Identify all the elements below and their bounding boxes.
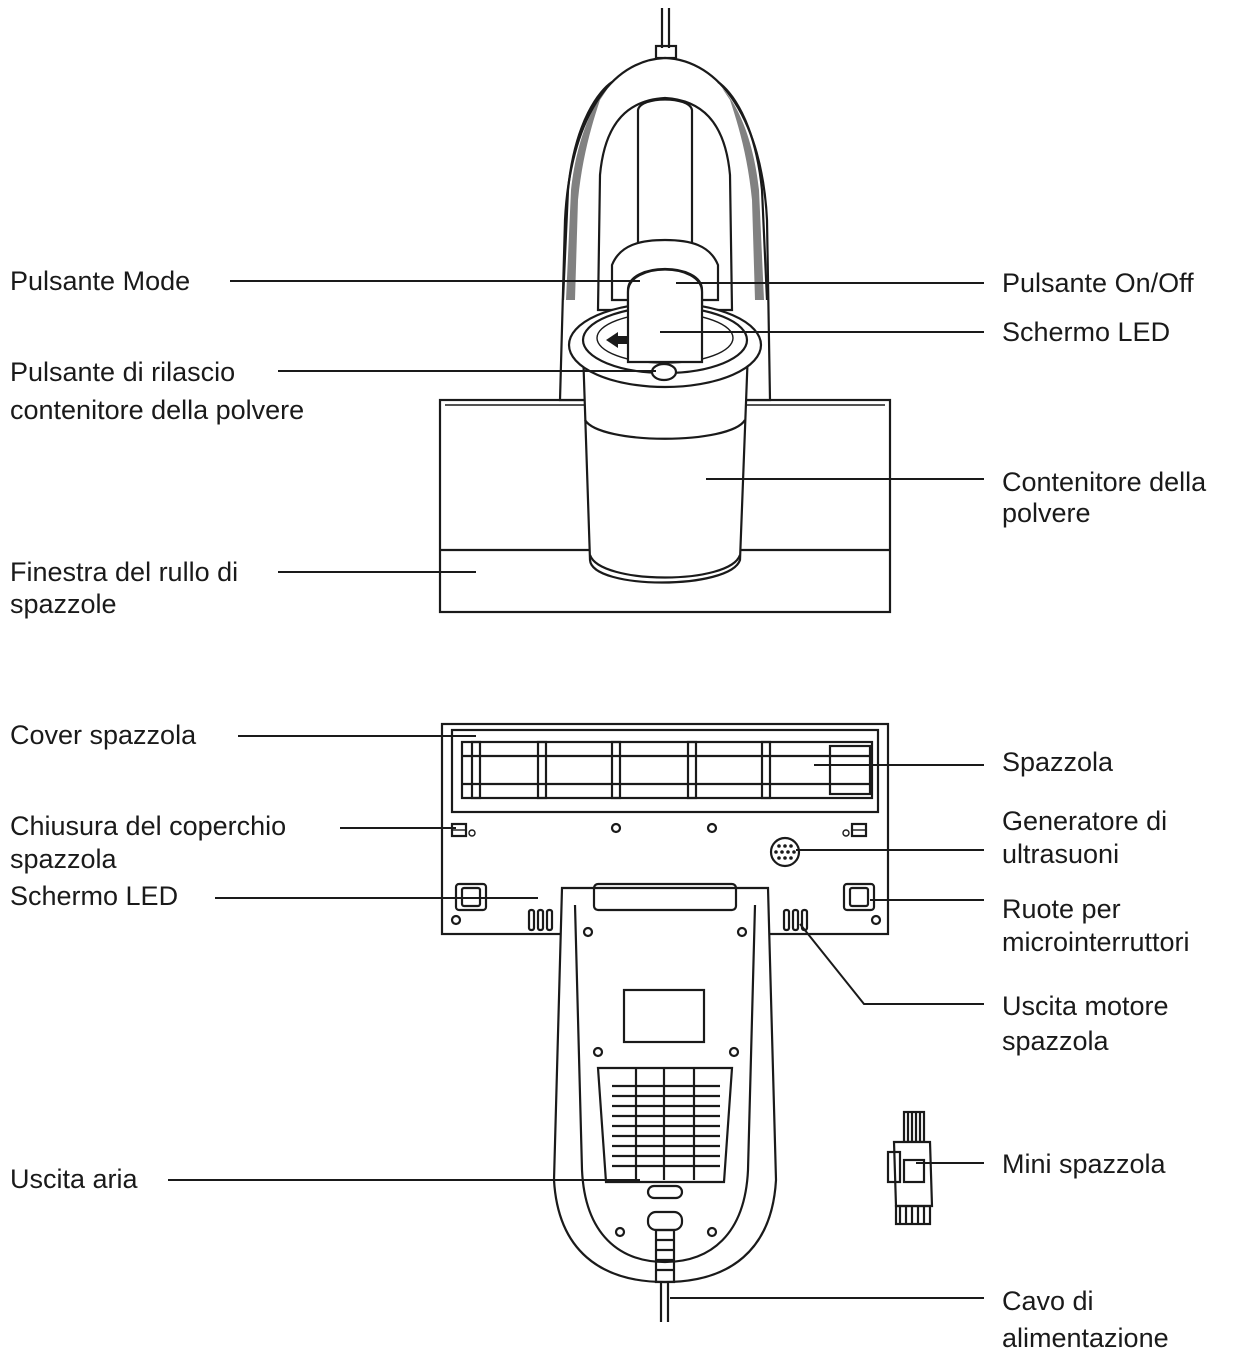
- label-pulsante-mode: Pulsante Mode: [10, 266, 191, 296]
- label-schermo-led-bottom: Schermo LED: [10, 881, 179, 911]
- leader-lines: [168, 280, 984, 1299]
- label-ruote-microinterruttori: Ruote per microinterruttori: [1002, 894, 1190, 957]
- mini-brush: [886, 1110, 934, 1226]
- top-view-device: [438, 8, 892, 614]
- ultrasonic-generator: [769, 836, 801, 868]
- release-arrow-icon: [606, 332, 628, 348]
- label-chiusura-coperchio: Chiusura del coperchio spazzola: [10, 811, 287, 874]
- label-plate: [622, 988, 706, 1044]
- label-mini-spazzola: Mini spazzola: [1002, 1149, 1166, 1179]
- label-finestra-rullo: Finestra del rullo di spazzole: [10, 557, 239, 619]
- label-spazzola: Spazzola: [1002, 747, 1114, 777]
- label-uscita-motore: Uscita motore spazzola: [1002, 991, 1169, 1056]
- brush-roll: [460, 740, 874, 800]
- leader-uscita-motore: [799, 923, 984, 1005]
- motor-vent: [782, 908, 791, 932]
- air-outlet: [596, 1066, 734, 1200]
- label-pulsante-rilascio: Pulsante di rilascio contenitore della p…: [10, 357, 305, 425]
- top-cable-strain-relief: [654, 44, 678, 60]
- label-pulsante-onoff: Pulsante On/Off: [1002, 268, 1194, 298]
- bottom-view-device: [440, 722, 890, 1322]
- label-cover-spazzola: Cover spazzola: [10, 720, 197, 750]
- brush-cover: [450, 728, 880, 814]
- label-schermo-led-top: Schermo LED: [1002, 317, 1171, 347]
- wheel-right: [842, 882, 876, 912]
- led-screen-bottom: [592, 882, 738, 912]
- label-uscita-aria: Uscita aria: [10, 1164, 138, 1194]
- power-cable: [646, 1210, 684, 1322]
- label-cavo-alimentazione: Cavo di alimentazione: [1002, 1286, 1169, 1353]
- dust-container: [581, 348, 750, 584]
- label-generatore-ultrasuoni: Generatore di ultrasuoni: [1002, 806, 1168, 869]
- label-contenitore-polvere: Contenitore della polvere: [1002, 467, 1207, 528]
